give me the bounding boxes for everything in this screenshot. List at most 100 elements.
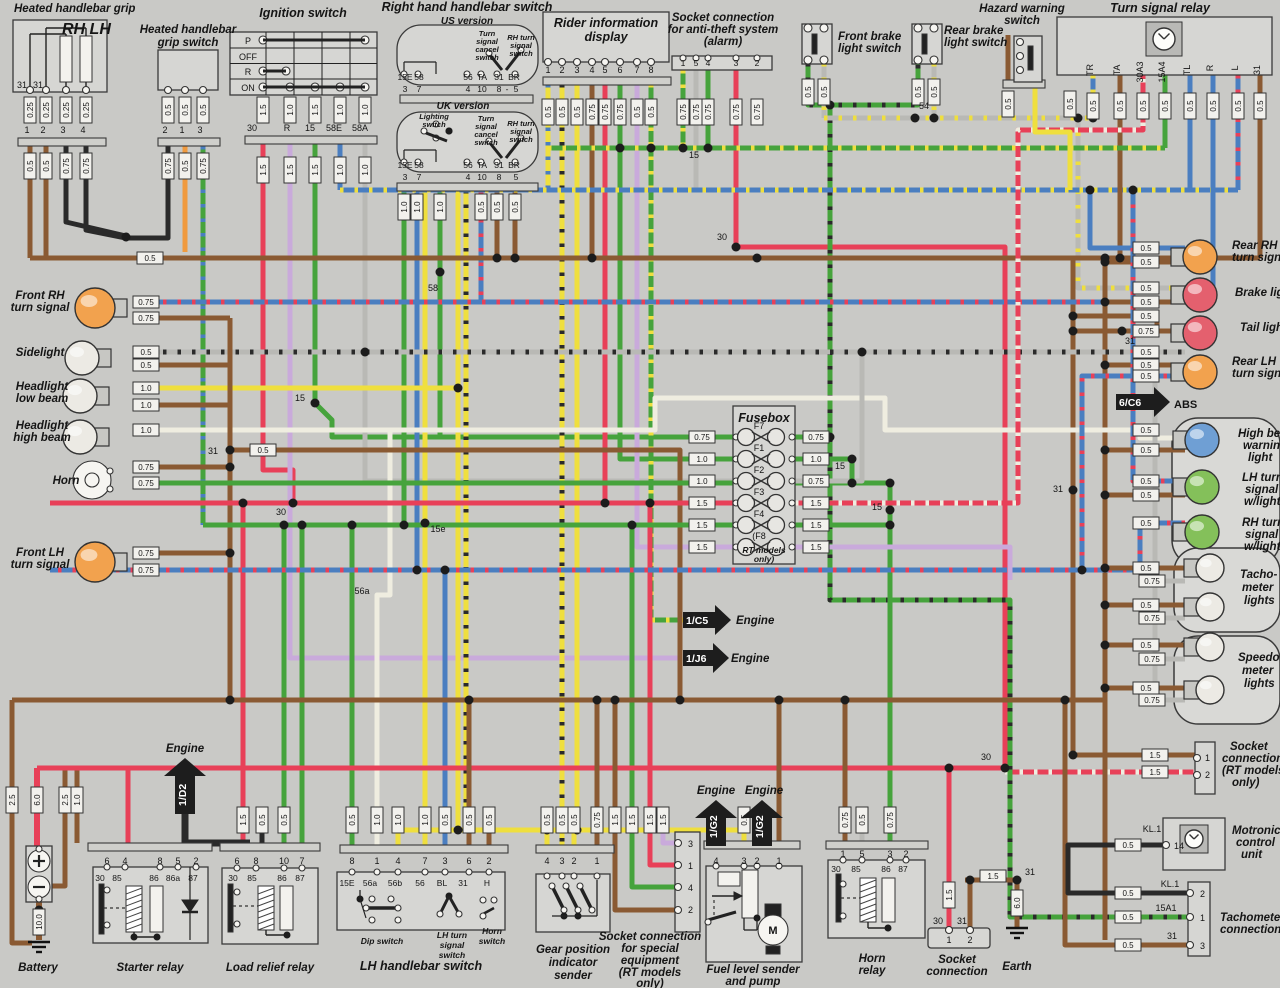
gauge-value: 1.0 <box>413 201 422 213</box>
diagram-label: 31 <box>494 72 504 82</box>
gauge-value: 2.5 <box>61 794 70 806</box>
gauge-box <box>541 98 555 126</box>
diagram-label: Horn <box>482 926 502 936</box>
terminal-circle <box>600 57 610 67</box>
diagram-label: w/light <box>1244 496 1280 508</box>
wire-gauge-label: 0.75 <box>590 806 604 834</box>
clock-icon-hand <box>1193 834 1199 840</box>
diagram-label: only) <box>636 978 664 988</box>
diagram-label: 6 <box>466 856 471 866</box>
gauge-value: 0.75 <box>138 463 154 472</box>
contact-line <box>550 885 566 911</box>
diagram-label: F7 <box>754 421 765 431</box>
gauge-value: 0.75 <box>704 104 713 120</box>
gauge-box <box>1114 910 1142 924</box>
terminal-circle <box>1192 753 1202 763</box>
gauge-value: 1.0 <box>140 426 152 435</box>
wire-gauge-label: 1.0 <box>391 806 405 834</box>
terminal-circle <box>373 868 381 876</box>
terminal-circle <box>753 54 761 62</box>
diagram-label: Dip switch <box>361 936 404 946</box>
gauge-box <box>1114 886 1142 900</box>
diagram-label: 31 <box>33 80 43 90</box>
bulb <box>1184 469 1220 505</box>
terminal-circle <box>1185 940 1195 950</box>
junction-dot <box>1100 360 1110 370</box>
terminal-circle <box>646 57 656 67</box>
gauge-value: 0.5 <box>511 201 520 213</box>
gauge-box <box>1132 516 1160 530</box>
junction-dot <box>297 520 307 530</box>
diagram-label: 31 <box>458 878 468 888</box>
fuse-element <box>751 431 771 443</box>
terminal-circle <box>615 57 625 67</box>
gauge-value: 0.5 <box>493 201 502 213</box>
junction-dot <box>627 520 637 530</box>
gauge-value: 0.5 <box>1089 100 1098 112</box>
bulb <box>74 541 116 583</box>
wire-gauge-label: 1.0 <box>418 806 432 834</box>
wire-gauge-label: 0.5 <box>1206 92 1220 120</box>
terminal-circle <box>965 925 975 935</box>
junction-dot <box>1068 326 1078 336</box>
gauge-value: 0.5 <box>477 201 486 213</box>
gauge-box <box>70 786 84 814</box>
gauge-box <box>132 460 160 474</box>
wire-gauge-label: 0.5 <box>345 806 359 834</box>
diagram-label: for anti-theft system <box>668 24 779 36</box>
diagram-label: 2 <box>1200 889 1205 899</box>
diagram-label: - <box>506 84 509 94</box>
bulb <box>64 340 100 376</box>
diagram-label: LH turn <box>437 930 467 940</box>
gauge-box <box>688 518 716 532</box>
gauge-box <box>555 98 569 126</box>
connector-bar <box>17 137 107 147</box>
terminal-circle <box>35 895 43 903</box>
gauge-value: 1.5 <box>696 521 708 530</box>
gauge-value: 0.75 <box>616 104 625 120</box>
wire-gauge-label: 0.5 <box>132 358 160 372</box>
terminal-circle <box>576 882 584 890</box>
flow-arrow-right <box>1116 387 1170 417</box>
gauge-box <box>397 193 411 221</box>
gauge-box <box>5 786 19 814</box>
gauge-value: 0.75 <box>732 104 741 120</box>
diagram-label: (RT models <box>619 967 681 979</box>
diagram-label: Engine <box>166 743 205 755</box>
flow-arrow-label: 6/C6 <box>1119 397 1141 409</box>
diagram-label: RT models <box>742 545 786 555</box>
wire-gauge-label: 0.5 <box>1132 255 1160 269</box>
gauge-value: 0.75 <box>841 812 850 828</box>
gauge-value: 1.0 <box>436 201 445 213</box>
fuse-pin <box>788 433 796 441</box>
diagram-label: 1 <box>1200 913 1205 923</box>
diagram-label: 30 <box>933 916 943 926</box>
wire-gauge-label: 0.5 <box>178 96 192 124</box>
gauge-value: 1.5 <box>810 499 822 508</box>
wire-gauge-label: 1.0 <box>132 381 160 395</box>
coil-hatch <box>257 899 275 907</box>
junction-dot <box>592 695 602 705</box>
diagram-label: 3 <box>197 125 202 135</box>
gauge-value: 1.0 <box>810 455 822 464</box>
diagram-label: 4 <box>122 856 127 866</box>
wire-gauge-label: 0.5 <box>462 806 476 834</box>
gauge-box <box>59 152 73 180</box>
diagram-label: Engine <box>745 785 784 797</box>
junction-dot <box>1100 563 1110 573</box>
junction-dot <box>1128 185 1138 195</box>
gauge-value: 0.5 <box>1140 684 1152 693</box>
clock-icon-hand <box>1189 834 1195 840</box>
terminal-circle <box>156 863 164 871</box>
diagram-label: BR <box>508 160 520 170</box>
wire-gauge-label: 0.5 <box>39 152 53 180</box>
diagram-label: 3 <box>559 856 564 866</box>
bulb-highlight <box>1199 597 1212 607</box>
junction-dot <box>121 232 131 242</box>
bulb-highlight <box>1189 520 1205 532</box>
diagram-label: 5 <box>859 849 864 859</box>
wire-gauge-label: 0.75 <box>79 152 93 180</box>
gauge-box <box>570 98 584 126</box>
terminal-circle <box>839 856 847 864</box>
diagram-label: Tacho- <box>1240 569 1277 581</box>
